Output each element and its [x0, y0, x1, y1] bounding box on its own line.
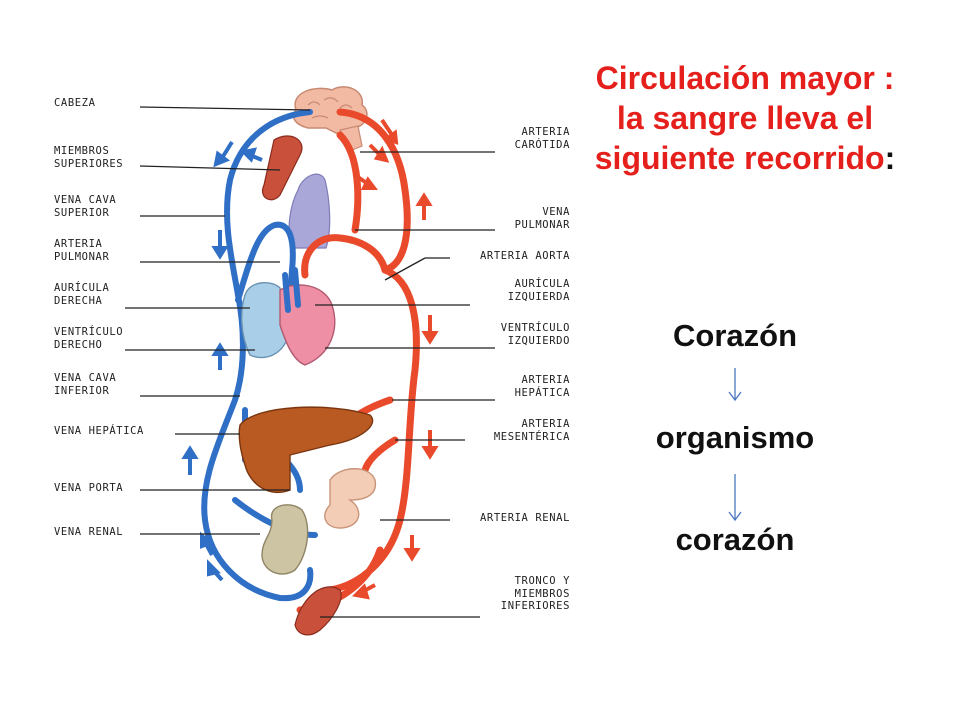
label-arteria-hepatica: ARTERIA HEPÁTICA	[514, 374, 570, 399]
label-cabeza: CABEZA	[54, 97, 96, 109]
label-auricula-izquierda: AURÍCULA IZQUIERDA	[507, 278, 570, 303]
label-vena-porta: VENA PORTA	[54, 482, 124, 494]
title-text: Circulación mayor : la sangre lleva el s…	[594, 60, 895, 176]
label-ventriculo-derecho: VENTRÍCULO DERECHO	[54, 326, 124, 351]
heart	[241, 267, 336, 366]
label-arteria-carotida: ARTERIA CARÓTIDA	[514, 126, 570, 151]
right-leader-lines	[315, 151, 495, 618]
brain	[292, 86, 368, 151]
label-arteria-pulmonar: ARTERIA PULMONAR	[54, 238, 110, 263]
label-arteria-mesenterica: ARTERIA MESENTÉRICA	[493, 418, 570, 443]
circulation-illustration	[125, 86, 495, 636]
slide-title: Circulación mayor : la sangre lleva el s…	[590, 58, 900, 178]
label-auricula-derecha: AURÍCULA DERECHA	[54, 282, 110, 307]
label-vena-renal: VENA RENAL	[54, 526, 124, 538]
label-vena-hepatica: VENA HEPÁTICA	[54, 425, 144, 437]
flow-step-organismo: organismo	[655, 420, 815, 455]
title-colon: :	[884, 140, 896, 176]
label-miembros-superiores: MIEMBROS SUPERIORES	[54, 145, 124, 170]
circulation-diagram: CABEZA MIEMBROS SUPERIORES VENA CAVA SUP…	[40, 80, 580, 640]
lungs	[288, 173, 331, 249]
artery-flow-arrows	[351, 118, 439, 600]
kidney	[261, 504, 309, 575]
flow-step-corazon: Corazón	[673, 318, 797, 353]
upper-limb-muscle	[262, 135, 303, 201]
label-vena-cava-inferior: VENA CAVA INFERIOR	[54, 372, 117, 397]
vein-flow-arrows	[181, 140, 263, 582]
down-arrow-icon	[728, 368, 742, 402]
label-tronco-miembros-inferiores: TRONCO Y MIEMBROS INFERIORES	[500, 575, 570, 612]
lower-limb-muscle	[294, 586, 342, 636]
label-vena-cava-superior: VENA CAVA SUPERIOR	[54, 194, 117, 219]
down-arrow-icon	[728, 474, 742, 522]
liver	[238, 406, 374, 494]
label-arteria-renal: ARTERIA RENAL	[480, 512, 570, 524]
label-vena-pulmonar: VENA PULMONAR	[514, 206, 570, 231]
intestine	[324, 468, 377, 529]
label-ventriculo-izquierdo: VENTRÍCULO IZQUIERDO	[500, 322, 570, 347]
label-arteria-aorta: ARTERIA AORTA	[480, 250, 570, 262]
left-leader-lines	[125, 106, 311, 535]
flow-step-corazon-return: corazón	[675, 522, 795, 557]
